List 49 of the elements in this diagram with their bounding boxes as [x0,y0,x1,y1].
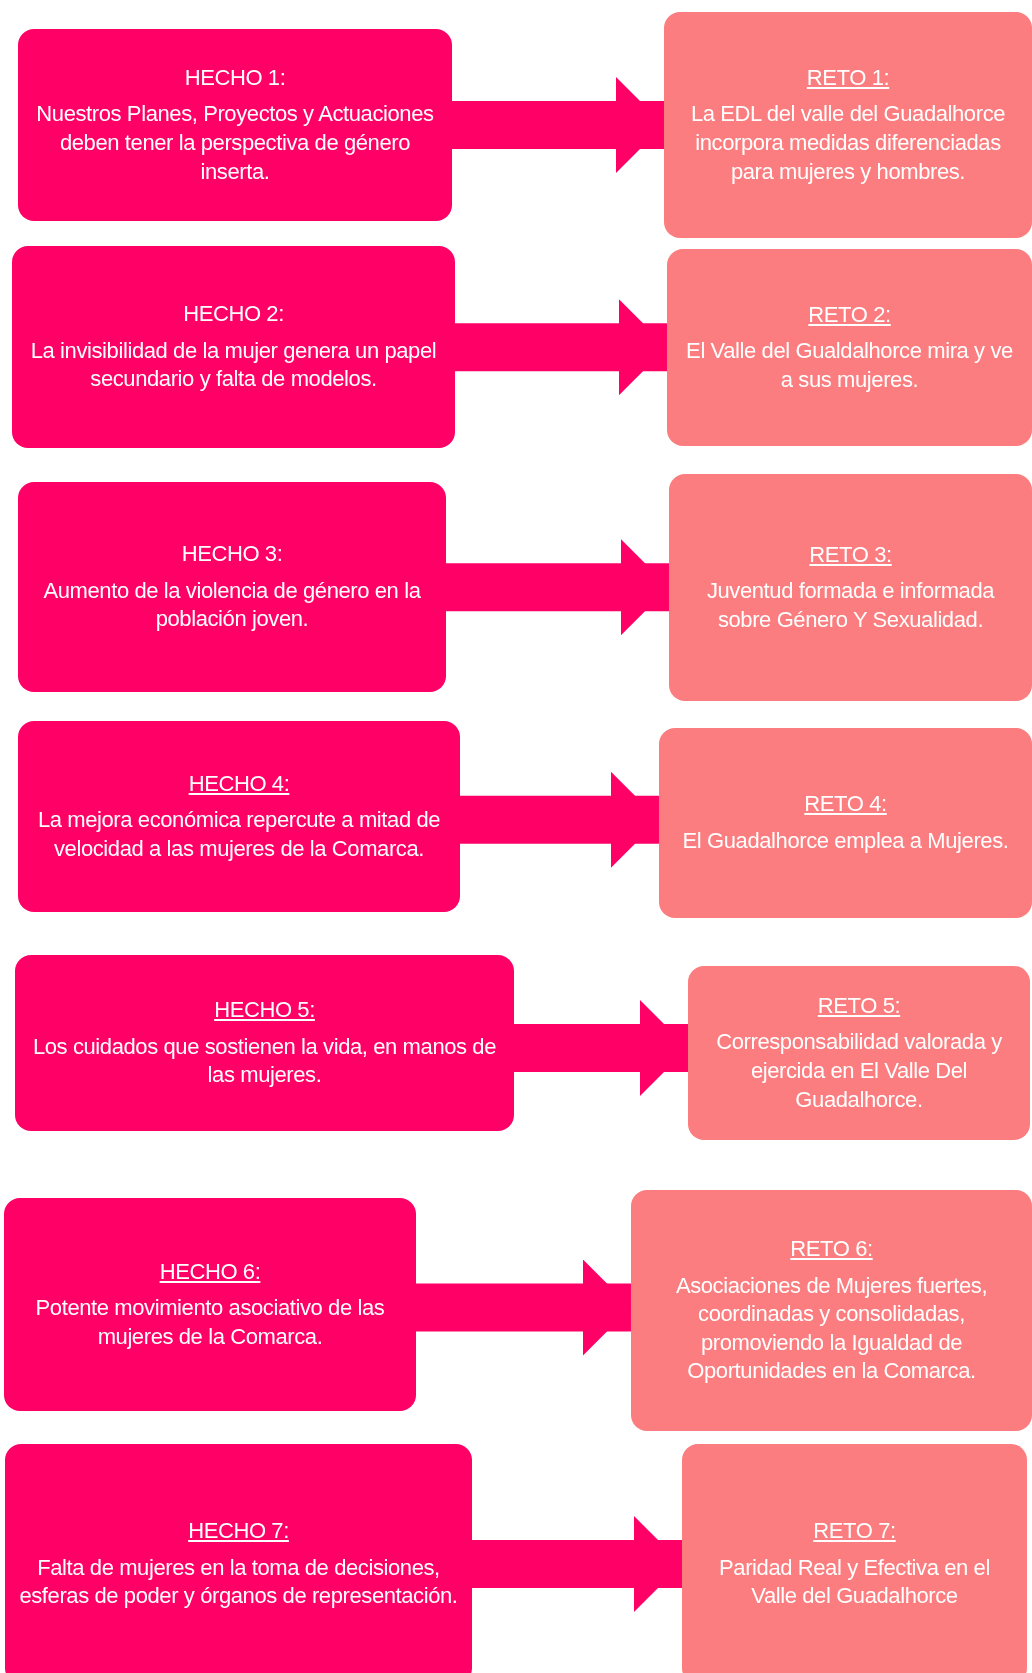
box-text: Potente movimiento asociativo de las mujeres de la Comarca. [34,1294,386,1351]
challenge-box [669,474,1032,701]
challenge-box [659,728,1032,918]
block-arrow [472,1516,682,1612]
box-text: El Valle del Gualdalhorce mira y ve a sus mujeres. [685,337,1014,394]
box-text: Paridad Real y Efectiva en el Valle del Guadalhorce [718,1553,991,1611]
block-arrow [455,299,667,396]
box-heading: HECHO 1: [184,63,286,92]
box-heading: RETO 1: [806,63,890,92]
block-arrow [460,771,659,868]
block-arrow [416,1259,631,1356]
box-text: Falta de mujeres en la toma de decisiones, esferas de poder y órganos de representación. [19,1553,458,1611]
box-text: Nuestros Planes, Proyectos y Actuaciones deben tener la perspectiva de género inserta. [35,100,435,186]
challenge-box [688,966,1030,1140]
box-text: Asociaciones de Mujeres fuertes, coordinadas y consolidadas, promoviendo la Igualdad de Oportunidades en la Comarca. [674,1271,989,1386]
box-heading: HECHO 3: [181,540,283,569]
fact-box [18,482,446,692]
box-text: Aumento de la violencia de género en la población joven. [42,576,422,634]
challenge-box [631,1190,1032,1431]
box-text: La mejora económica repercute a mitad de velocidad a las mujeres de la Comarca. [36,806,442,863]
fact-box [18,29,452,221]
fact-box [15,955,514,1131]
box-text: La invisibilidad de la mujer genera un papel secundario y falta de modelos. [29,336,438,394]
box-heading: RETO 2: [808,300,891,329]
box-heading: HECHO 6: [159,1257,261,1286]
box-text: La EDL del valle del Guadalhorce incorpora medidas diferenciadas para mujeres y hombres. [689,100,1007,186]
box-text: Juventud formada e informada sobre Género Y Sexualidad. [705,577,996,634]
box-heading: RETO 7: [813,1517,896,1546]
box-heading: HECHO 7: [188,1517,289,1546]
fact-box [12,246,455,448]
box-heading: RETO 6: [790,1235,873,1263]
box-text: Corresponsabilidad valorada y ejercida en El Valle Del Guadalhorce. [715,1028,1003,1114]
block-arrow [514,1000,688,1096]
block-arrow [452,77,664,173]
box-heading: HECHO 4: [188,769,290,798]
fact-box [4,1198,416,1411]
box-heading: RETO 5: [817,991,901,1020]
box-text: Los cuidados que sostienen la vida, en manos de las mujeres. [31,1032,498,1090]
block-arrow [446,539,669,636]
challenge-box [667,249,1032,446]
box-text: El Guadalhorce emplea a Mujeres. [682,827,1009,855]
fact-box [18,721,460,912]
challenge-box [682,1444,1027,1673]
box-heading: HECHO 5: [214,996,315,1025]
box-heading: HECHO 2: [183,300,284,329]
box-heading: RETO 4: [804,790,887,819]
box-heading: RETO 3: [809,540,892,569]
challenge-box [664,12,1032,238]
fact-box [5,1444,472,1673]
